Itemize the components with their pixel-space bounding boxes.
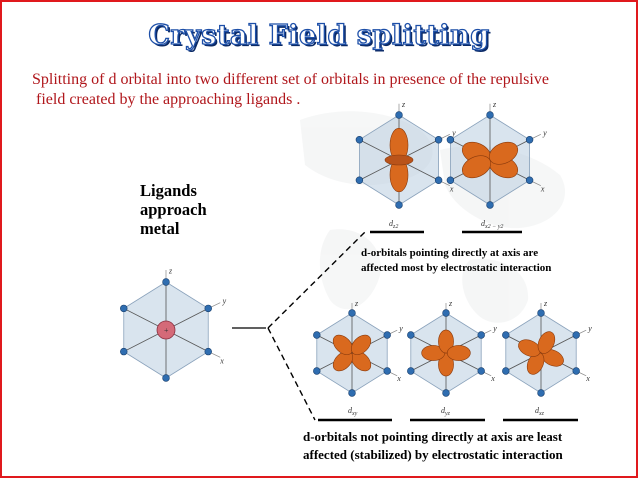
orbital-label-dxz: dxz xyxy=(535,406,545,417)
ligand-ball-5 xyxy=(355,176,364,184)
ligand-label-line-2: approach xyxy=(140,200,207,219)
metal-plus: + xyxy=(164,326,169,335)
ligand-ball-3 xyxy=(407,331,415,339)
ligand-ball-3 xyxy=(355,136,364,144)
ligand-ball-2 xyxy=(442,389,450,397)
ligand-ball-4 xyxy=(525,136,534,144)
upper-note-line-1: d-orbitals pointing directly at axis are xyxy=(361,247,539,259)
ligand-ball-2 xyxy=(348,389,356,397)
lower-note-line-2: affected (stabilized) by electrostatic i… xyxy=(303,447,563,462)
ligand-ball-4 xyxy=(477,331,485,339)
upper-note: d-orbitals pointing directly at axis are… xyxy=(361,246,551,276)
z-axis-label: z xyxy=(354,299,359,308)
y-axis-label: y xyxy=(492,324,497,333)
ligand-ball-6 xyxy=(434,176,443,184)
ligand-ball-1 xyxy=(162,278,170,286)
x-axis-label: x xyxy=(490,374,495,383)
ligand-ball-4 xyxy=(434,136,443,144)
ligand-label-line-3: metal xyxy=(140,219,180,238)
intro-line-2: field created by the approaching ligands… xyxy=(36,91,301,108)
ligand-ball-4 xyxy=(204,304,212,313)
ligand-ball-2 xyxy=(162,374,170,382)
ligand-ball-4 xyxy=(572,331,580,339)
orbital-label-dx2-y2: dx2 − y2 xyxy=(481,219,503,230)
upper-note-line-2: affected most by electrostatic interacti… xyxy=(361,262,552,274)
lobe-4 xyxy=(350,334,372,355)
y-axis-label: y xyxy=(587,324,592,333)
ligand-ball-5 xyxy=(120,347,128,356)
slide-title: Crystal Field splitting xyxy=(148,19,490,51)
ligand-ball-2 xyxy=(486,201,494,209)
lobe-3 xyxy=(518,339,541,357)
lobe-4 xyxy=(446,345,471,361)
ligand-label-line-1: Ligands xyxy=(140,181,197,200)
lobe-3 xyxy=(332,334,354,355)
x-axis-label: x xyxy=(585,374,590,383)
y-axis-label: y xyxy=(222,297,227,306)
ligand-ball-1 xyxy=(348,309,356,317)
y-axis-label: y xyxy=(398,324,403,333)
y-axis-label: y xyxy=(542,128,547,137)
ligand-ball-6 xyxy=(383,367,391,375)
z-axis-label: z xyxy=(543,299,548,308)
octahedral-complex: + z y x xyxy=(120,266,227,382)
lobe-4 xyxy=(537,331,556,354)
orbital-label-dz2: dz2 xyxy=(389,219,398,230)
y-axis-label: y xyxy=(451,128,456,137)
ligand-ball-1 xyxy=(486,111,494,119)
ligand-ball-6 xyxy=(572,367,580,375)
z-axis-label: z xyxy=(492,100,497,109)
ligand-ball-3 xyxy=(120,304,128,313)
ligand-ball-6 xyxy=(525,176,534,184)
structure-dz2: z y x xyxy=(355,100,456,209)
ligand-ball-5 xyxy=(313,367,321,375)
dashed-line-upper xyxy=(267,231,366,329)
lower-note-line-1: d-orbitals not pointing directly at axis… xyxy=(303,429,563,444)
z-axis-label: z xyxy=(401,100,406,109)
intro-text: Splitting of d orbital into two differen… xyxy=(32,70,612,110)
ligand-ball-3 xyxy=(502,331,510,339)
dashed-line-lower xyxy=(267,327,316,421)
ligand-ball-6 xyxy=(204,347,212,356)
ligand-ball-2 xyxy=(537,389,545,397)
lobe-torus xyxy=(384,154,414,166)
ligand-ball-3 xyxy=(446,136,455,144)
z-axis-label: z xyxy=(448,299,453,308)
ligand-ball-1 xyxy=(537,309,545,317)
x-axis-label: x xyxy=(219,357,224,366)
structure-dxz: z y x xyxy=(502,299,592,397)
metal-center xyxy=(156,320,176,340)
structure-dxy: z y x xyxy=(313,299,403,397)
orbital-label-dxy: dxy xyxy=(348,406,358,417)
orbital-label-dyz: dyz xyxy=(441,406,451,417)
ligand-ball-2 xyxy=(395,201,403,209)
ligand-ball-6 xyxy=(477,367,485,375)
x-axis-label: x xyxy=(396,374,401,383)
ligand-ball-5 xyxy=(502,367,510,375)
ligand-ball-4 xyxy=(383,331,391,339)
y-axis-line xyxy=(316,334,388,372)
ligand-label: Ligands approach metal xyxy=(140,181,207,238)
ligand-ball-5 xyxy=(407,367,415,375)
ligand-ball-5 xyxy=(446,176,455,184)
structure-dx2-y2: z y x xyxy=(446,100,547,209)
ligand-ball-1 xyxy=(395,111,403,119)
intro-line-1: Splitting of d orbital into two differen… xyxy=(32,71,549,88)
ligand-ball-3 xyxy=(313,331,321,339)
z-axis-label: z xyxy=(168,266,173,275)
lobe-4 xyxy=(488,141,519,165)
structure-dyz: z y x xyxy=(407,299,497,397)
x-axis-label: x xyxy=(540,185,545,194)
ligand-ball-1 xyxy=(442,309,450,317)
lower-note: d-orbitals not pointing directly at axis… xyxy=(303,428,563,464)
lobe-3 xyxy=(438,329,454,354)
lobe-2 xyxy=(526,352,545,375)
x-axis-label: x xyxy=(449,185,454,194)
